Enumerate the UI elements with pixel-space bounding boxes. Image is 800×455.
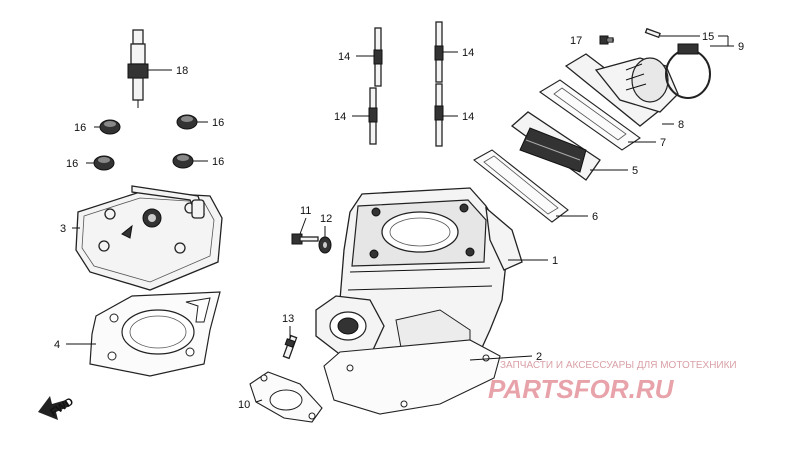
label-7: 7 (660, 137, 666, 149)
fwd-arrow-icon (38, 396, 70, 420)
label-16-a: 16 (74, 122, 86, 134)
label-3: 3 (60, 223, 66, 235)
label-8: 8 (678, 119, 684, 131)
label-5: 5 (632, 165, 638, 177)
label-11: 11 (300, 205, 311, 217)
label-14-d: 14 (462, 111, 474, 123)
spark-plug (127, 29, 149, 108)
label-13: 13 (282, 313, 294, 325)
watermark-brand: PARTSFOR.RU (488, 374, 675, 404)
reed-gasket (473, 149, 569, 223)
bolt (291, 233, 319, 245)
hose-clamp (665, 43, 711, 99)
intake-manifold (564, 53, 679, 127)
washer (318, 236, 332, 254)
label-16-b: 16 (212, 117, 224, 129)
fwd-label: FWD (48, 396, 76, 419)
reed-seat-gasket (538, 79, 641, 151)
clamp-screw (644, 27, 661, 39)
nut-top-left (99, 119, 121, 135)
label-15: 15 (702, 31, 714, 43)
base-gasket (323, 339, 501, 415)
nut-bottom-right (172, 153, 194, 169)
stud-1 (373, 27, 383, 87)
label-9: 9 (738, 41, 744, 53)
nut-top-right (176, 114, 198, 130)
stud-2 (434, 21, 444, 83)
cylinder-head (75, 185, 223, 291)
label-14-a: 14 (338, 51, 350, 63)
head-gasket (89, 291, 221, 377)
label-10: 10 (238, 399, 250, 411)
label-1: 1 (552, 255, 558, 267)
watermark-tagline: ЗАПЧАСТИ И АКСЕССУАРЫ ДЛЯ МОТОТЕХНИКИ (500, 360, 737, 371)
label-17: 17 (570, 35, 582, 47)
label-14-b: 14 (462, 47, 474, 59)
label-4: 4 (54, 339, 60, 351)
reed-valve (510, 111, 601, 181)
exhaust-gasket (249, 371, 323, 423)
label-2: 2 (536, 351, 542, 363)
label-18: 18 (176, 65, 188, 77)
nut-bottom-left (93, 155, 115, 171)
label-12: 12 (320, 213, 332, 225)
stud-4 (434, 83, 444, 147)
drain-fitting (282, 334, 298, 360)
leader-lines (66, 35, 734, 403)
label-16-c: 16 (66, 158, 78, 170)
label-14-c: 14 (334, 111, 346, 123)
stud-3 (368, 87, 378, 145)
label-16-d: 16 (212, 156, 224, 168)
label-6: 6 (592, 211, 598, 223)
